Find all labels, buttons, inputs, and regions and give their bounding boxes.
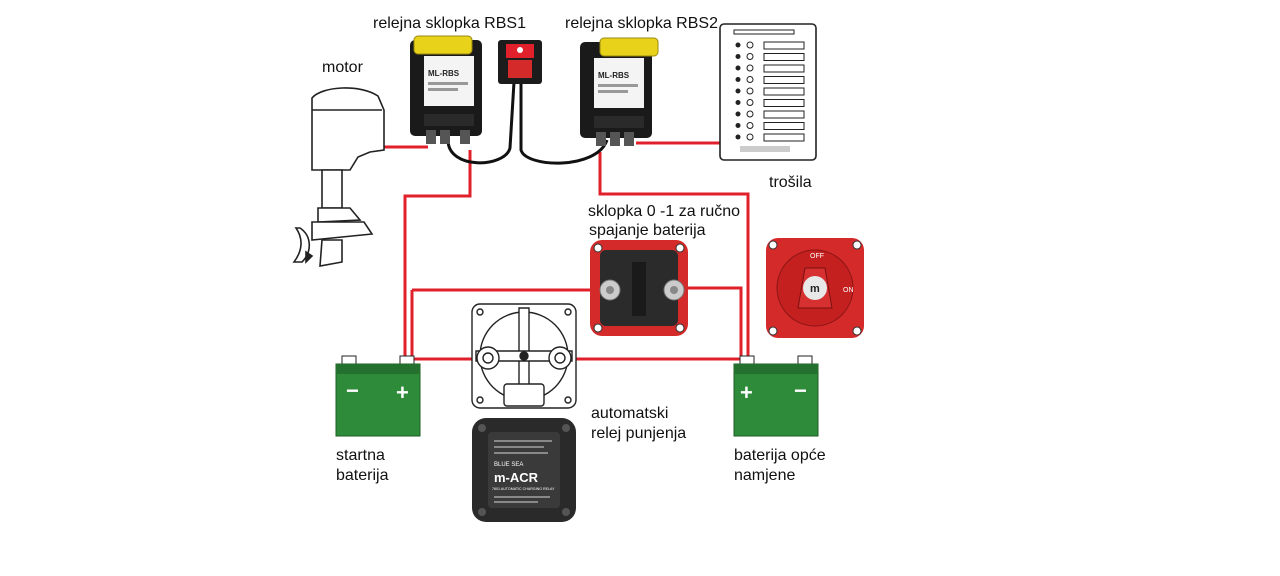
outboard-motor-illustration [292, 87, 385, 267]
acr-label-line2: relej punjenja [591, 425, 686, 442]
rbs1-label: relejna sklopka RBS1 [373, 15, 526, 32]
breaker-button [746, 110, 754, 118]
acr-terminal-drawing [471, 303, 577, 409]
breaker-button [746, 64, 754, 72]
trosila-label: trošila [769, 174, 812, 191]
acr-model-text: m-ACR [494, 470, 539, 485]
breaker-indicator [735, 42, 741, 48]
rbs1-model-text: ML-RBS [428, 69, 460, 78]
house-battery: + − [733, 355, 819, 437]
start-battery-plus: + [396, 380, 409, 405]
manual-switch-label-line2: spajanje baterija [589, 222, 706, 239]
rotary-off-text: OFF [810, 253, 824, 260]
breaker-button [746, 41, 754, 49]
breaker-indicator [735, 77, 741, 82]
m-acr-relay: BLUE SEA m-ACR 7601 AUTOMATIC CHARGING R… [472, 418, 576, 522]
breaker-indicator [735, 65, 741, 71]
relay-switch-rbs1: ML-RBS [410, 35, 482, 144]
breaker-label-slot [763, 41, 805, 50]
acr-brand-text: BLUE SEA [494, 462, 523, 468]
red-wires [380, 141, 750, 362]
wire-house-bus-top [686, 286, 743, 360]
rbs2-label: relejna sklopka RBS2 [565, 15, 718, 32]
breaker-label-slot [763, 53, 805, 61]
breaker-indicator [735, 88, 741, 94]
black-control-wires [446, 81, 609, 165]
wire-rbs1-to-start-battery [403, 150, 472, 362]
remote-control-switch [498, 40, 542, 84]
breaker-button [746, 53, 754, 60]
breaker-button [746, 133, 754, 141]
rotary-battery-selector: OFF ON m [766, 238, 864, 338]
start-battery-label-line2: baterija [336, 467, 389, 484]
breaker-indicator [735, 134, 741, 140]
breaker-label-slot [763, 76, 805, 84]
start-battery-minus: − [346, 378, 359, 403]
breaker-label-slot [763, 122, 805, 130]
house-battery-plus: + [740, 380, 753, 405]
breaker-button [746, 87, 754, 95]
breaker-label-slot [763, 110, 805, 119]
motor-label: motor [322, 59, 364, 76]
rbs2-model-text: ML-RBS [598, 71, 630, 80]
breaker-button [746, 76, 754, 83]
breaker-indicator [735, 111, 741, 117]
manual-switch-label-line1: sklopka 0 -1 za ručno [588, 203, 740, 220]
manual-battery-switch [590, 240, 688, 336]
start-battery-label-line1: startna [336, 447, 385, 464]
acr-label-line1: automatski [591, 405, 668, 422]
breaker-indicator [735, 123, 741, 128]
breaker-button [746, 99, 754, 106]
wire-rbs2-to-house-battery [598, 152, 750, 362]
acr-subtitle-text: 7601 AUTOMATIC CHARGING RELAY [492, 487, 555, 491]
start-battery: − + [335, 355, 421, 437]
relay-switch-rbs2: ML-RBS [580, 37, 659, 146]
breaker-indicator [735, 100, 741, 105]
breaker-label-slot [763, 133, 805, 142]
breaker-label-slot [763, 99, 805, 107]
breaker-label-slot [763, 64, 805, 73]
breaker-label-slot [763, 87, 805, 96]
breaker-indicator [735, 54, 741, 59]
house-battery-minus: − [794, 378, 807, 403]
load-panel-trosila [719, 23, 817, 161]
rotary-on-text: ON [843, 287, 854, 294]
breaker-button [746, 122, 754, 129]
house-battery-label-line1: baterija opće [734, 447, 826, 464]
house-battery-label-line2: namjene [734, 467, 795, 484]
panel-breaker-rows [735, 41, 805, 142]
rotary-logo-text: m [810, 283, 820, 295]
